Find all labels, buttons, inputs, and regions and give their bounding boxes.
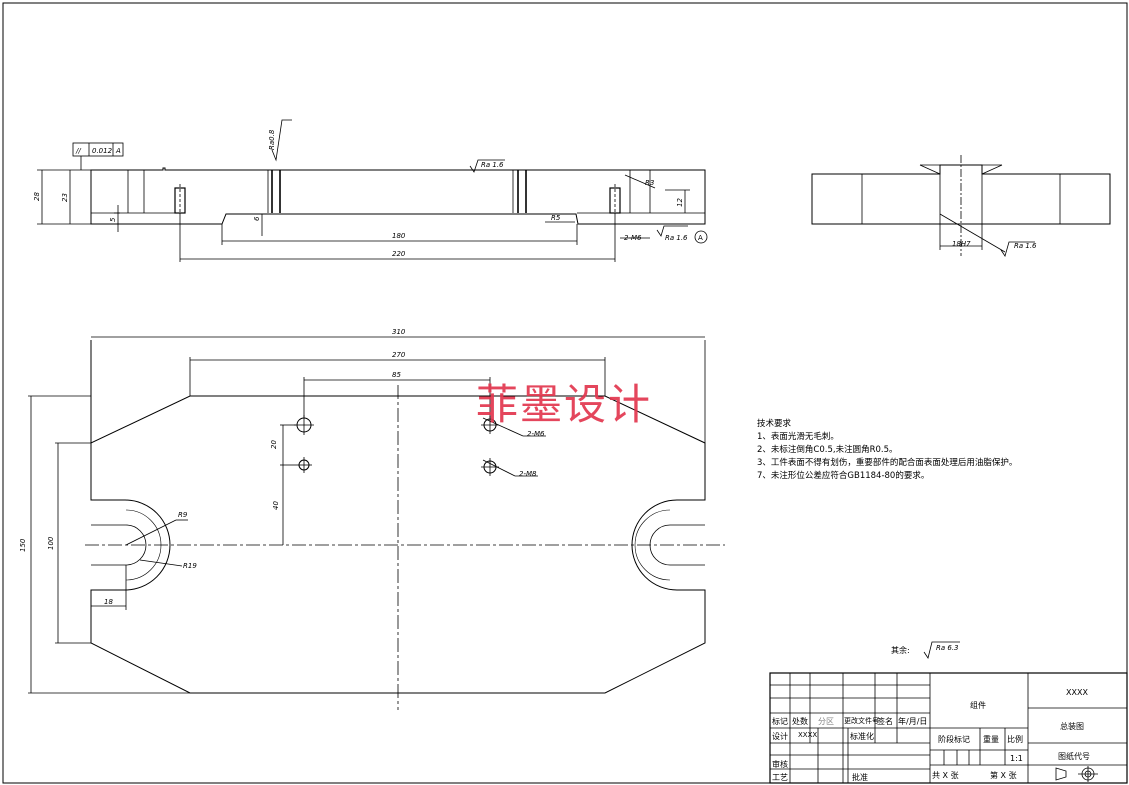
- scale-value: 1:1: [1010, 754, 1023, 763]
- datum-a: A: [698, 234, 703, 242]
- dim-h12: 12: [676, 198, 684, 207]
- plan-view: [28, 336, 960, 710]
- dim-270: 270: [392, 351, 406, 359]
- drawing-type: 总装图: [1060, 722, 1084, 731]
- tech-item: 2、未标注倒角C0.5,未注圆角R0.5。: [757, 445, 898, 455]
- dim-h28: 28: [33, 192, 41, 201]
- dim-100: 100: [47, 536, 55, 550]
- rough-ra08: Ra0.8: [268, 129, 276, 150]
- tech-item: 1、表面光滑无毛刺。: [757, 432, 839, 442]
- tb-process: 工艺: [772, 773, 788, 782]
- part-name: XXXX: [1066, 688, 1088, 697]
- tb-mark: 标记: [772, 717, 788, 726]
- rough-side: Ra 1.6: [1014, 242, 1037, 250]
- tol-datum: A: [115, 147, 121, 155]
- front-view: [37, 119, 708, 262]
- tb-sign: 签名: [877, 717, 893, 726]
- dim-r9: R9: [178, 511, 188, 519]
- tb-date: 年/月/日: [898, 717, 928, 726]
- dim-r19: R19: [183, 562, 197, 570]
- sheet-no: 第 X 张: [990, 771, 1017, 780]
- dim-180: 180: [392, 232, 406, 240]
- weight: 重量: [983, 735, 999, 744]
- title-block: [769, 672, 1128, 784]
- tb-zone: 处数: [792, 717, 808, 726]
- dim-2m8: 2-M8: [519, 470, 537, 478]
- dim-holes-front: 2-M6: [624, 234, 642, 242]
- dim-2m6: 2-M6: [527, 430, 545, 438]
- tb-division: 分区: [818, 717, 834, 726]
- tb-approve: 批准: [852, 773, 868, 782]
- watermark: 菲墨设计: [476, 380, 653, 429]
- drawing-code: 图纸代号: [1058, 752, 1090, 761]
- dim-h6: 6: [253, 216, 261, 221]
- tb-standardize: 标准化: [850, 732, 874, 741]
- technical-requirements: 技术要求 1、表面光滑无毛刺。 2、未标注倒角C0.5,未注圆角R0.5。 3、…: [757, 418, 1017, 483]
- tb-designer: XXXX: [798, 731, 818, 739]
- dim-h23: 23: [61, 193, 69, 202]
- tb-review: 审核: [772, 760, 788, 769]
- rough-ra16-bottom: Ra 1.6: [665, 234, 688, 242]
- remaining-roughness-label: 其余:: [891, 646, 910, 655]
- dim-18h7: 18H7: [952, 240, 971, 248]
- dim-18: 18: [104, 598, 113, 606]
- dim-310: 310: [392, 328, 406, 336]
- tech-item: 3、工件表面不得有划伤，重要部件的配合面表面处理后用油脂保护。: [757, 458, 1018, 468]
- stage-mark: 阶段标记: [938, 735, 970, 744]
- tol-symbol: //: [75, 147, 81, 155]
- dim-150: 150: [19, 538, 27, 552]
- sheets-total: 共 X 张: [932, 771, 959, 780]
- scale-label: 比例: [1007, 735, 1023, 744]
- dim-40: 40: [272, 501, 280, 510]
- group-label: 组件: [970, 701, 986, 710]
- rough-ra16-top: Ra 1.6: [481, 161, 504, 169]
- dim-20: 20: [270, 440, 278, 449]
- dim-85: 85: [392, 371, 401, 379]
- dim-r3: R3: [645, 179, 654, 187]
- rough-remaining-value: Ra 6.3: [936, 644, 959, 652]
- tol-value: 0.012: [92, 147, 113, 155]
- side-view: [811, 155, 1111, 257]
- dim-h5: 5: [109, 217, 117, 222]
- tech-item: 7、未注形位公差应符合GB1184-80的要求。: [757, 471, 930, 481]
- tech-title: 技术要求: [757, 419, 792, 429]
- dim-r5: R5: [551, 214, 561, 222]
- dim-220: 220: [392, 250, 406, 258]
- tb-design: 设计: [772, 732, 788, 741]
- tb-change-doc: 更改文件号: [844, 717, 879, 725]
